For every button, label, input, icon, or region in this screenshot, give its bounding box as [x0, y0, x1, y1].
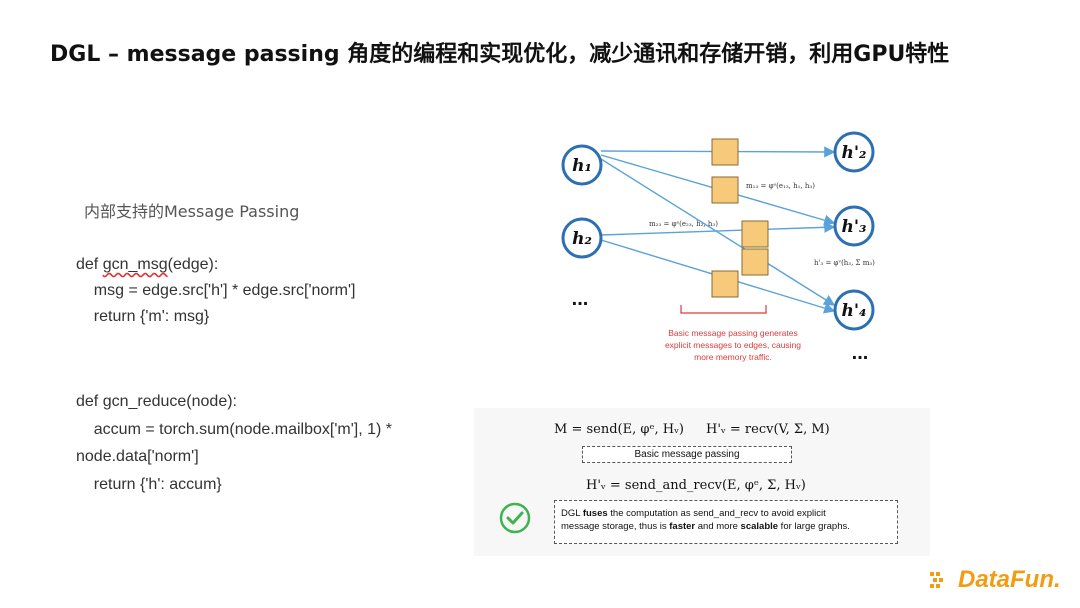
basic-message-passing-label: Basic message passing — [582, 446, 792, 463]
caption-bracket — [680, 305, 767, 314]
node-h2 — [561, 217, 603, 259]
formula-m23: m₂₃ = φᵉ(e₂₃, h₂, h₃) — [649, 220, 718, 228]
node-h4prime — [833, 289, 875, 331]
label-h4prime: h'₄ — [841, 301, 866, 321]
caption-line2: explicit messages to edges, causing — [665, 340, 801, 350]
message-box — [711, 270, 739, 298]
check-icon — [499, 502, 531, 534]
left-ellipsis: ... — [572, 288, 589, 310]
datafun-logo-icon — [930, 572, 943, 588]
node-h1 — [561, 144, 603, 186]
code-line-return-m: return {'m': msg} — [76, 308, 210, 325]
formula-m13: m₁₃ = φᵉ(e₁₃, h₁, h₃) — [746, 182, 815, 190]
message-box — [741, 220, 769, 248]
label-h2: h₂ — [572, 229, 592, 249]
right-ellipsis: ... — [852, 342, 869, 364]
code-line-msg: msg = edge.src['h'] * edge.src['norm'] — [76, 282, 356, 299]
code-line-gcn-msg-def: def gcn_msg(edge): — [76, 256, 219, 273]
equation-send: M = send(E, φᵉ, Hᵥ) — [554, 422, 685, 437]
label-h2prime: h'₂ — [841, 143, 866, 163]
code-line-gcn-reduce-def: def gcn_reduce(node): — [76, 393, 237, 410]
message-box — [711, 138, 739, 166]
node-h2prime — [833, 131, 875, 173]
message-box — [711, 176, 739, 204]
equation-recv: H'ᵥ = recv(V, Σ, M) — [706, 422, 830, 437]
message-passing-diagram: h₁ h₂ h'₂ h'₃ h'₄ ... ... m₁₃ = φᵉ(e₁₃, … — [561, 131, 875, 364]
edge-h2-h3prime — [600, 221, 836, 236]
node-h3prime — [833, 205, 875, 247]
edge-h1-h4prime — [600, 158, 836, 306]
code-line-accum: accum = torch.sum(node.mailbox['m'], 1) … — [76, 421, 392, 438]
label-h1: h₁ — [572, 156, 592, 176]
message-box — [741, 248, 769, 276]
equation-panel: M = send(E, φᵉ, Hᵥ) H'ᵥ = recv(V, Σ, M) … — [474, 408, 930, 556]
code-line-return-h: return {'h': accum} — [76, 476, 222, 493]
page-title: DGL – message passing 角度的编程和实现优化，减少通讯和存储… — [50, 42, 950, 67]
datafun-logo: DataFun. — [958, 566, 1061, 593]
section-subtitle: 内部支持的Message Passing — [84, 202, 300, 221]
caption-line3: more memory traffic. — [694, 352, 772, 362]
code-fn-gcn-msg: gcn_msg — [102, 256, 168, 273]
equation-send-and-recv: H'ᵥ = send_and_recv(E, φᵉ, Σ, Hᵥ) — [586, 478, 806, 493]
formula-h3-update: h'₃ = φᵛ(h₃, Σ m₃) — [814, 259, 875, 267]
caption-line1: Basic message passing generates — [668, 328, 797, 338]
label-h3prime: h'₃ — [841, 217, 866, 237]
code-line-norm: node.data['norm'] — [76, 448, 199, 465]
dgl-fusion-note: DGL fuses the computation as send_and_re… — [554, 500, 898, 544]
